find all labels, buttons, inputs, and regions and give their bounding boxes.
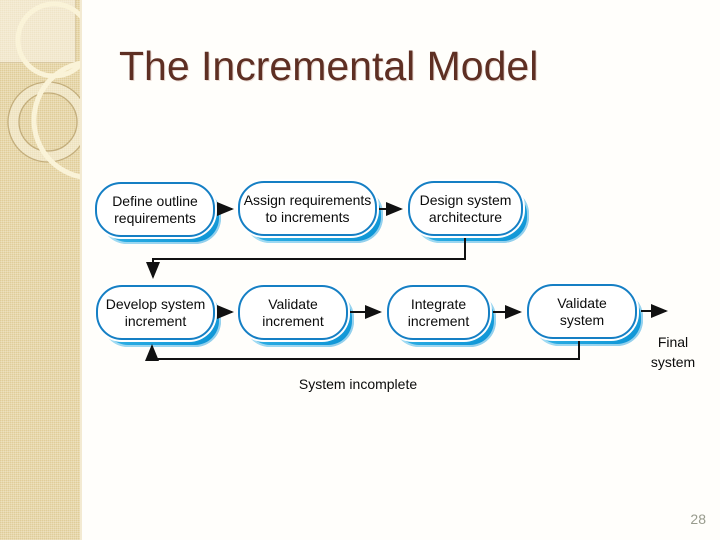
slide-title: The Incremental Model: [119, 43, 539, 89]
box-label: Define outline requirements: [112, 192, 198, 226]
decorative-circles-graphic: [7, 1, 80, 180]
tan-ring-inner: [18, 92, 78, 152]
connector-design-to-develop: [146, 238, 466, 279]
page-number: 28: [690, 511, 706, 527]
system-incomplete-label: System incomplete: [298, 376, 418, 392]
box-label: Validate system: [557, 294, 607, 328]
flowchart-box-validate-system: Validate system: [527, 284, 637, 339]
decorative-sidebar: [0, 0, 82, 540]
box-label: Validate increment: [262, 295, 324, 329]
box-label: Integrate increment: [407, 295, 470, 329]
flowchart-box-assign-requirements: Assign requirements to increments: [238, 181, 377, 236]
flowchart-box-define-outline-requirements: Define outline requirements: [95, 182, 215, 237]
feedback-loop-system-incomplete: [145, 341, 580, 361]
flowchart-box-design-system-architecture: Design system architecture: [408, 181, 523, 236]
cream-circle-bottom: [31, 60, 80, 180]
sidebar-highlight-rect: [0, 0, 76, 63]
box-label: Design system architecture: [419, 191, 512, 225]
final-system-label: Final system: [650, 334, 696, 370]
flowchart-box-validate-increment: Validate increment: [238, 285, 348, 340]
flowchart-box-integrate-increment: Integrate increment: [387, 285, 490, 340]
box-label: Develop system increment: [105, 295, 206, 329]
box-label: Assign requirements to increments: [243, 191, 372, 225]
flowchart-box-develop-system-increment: Develop system increment: [96, 285, 215, 340]
